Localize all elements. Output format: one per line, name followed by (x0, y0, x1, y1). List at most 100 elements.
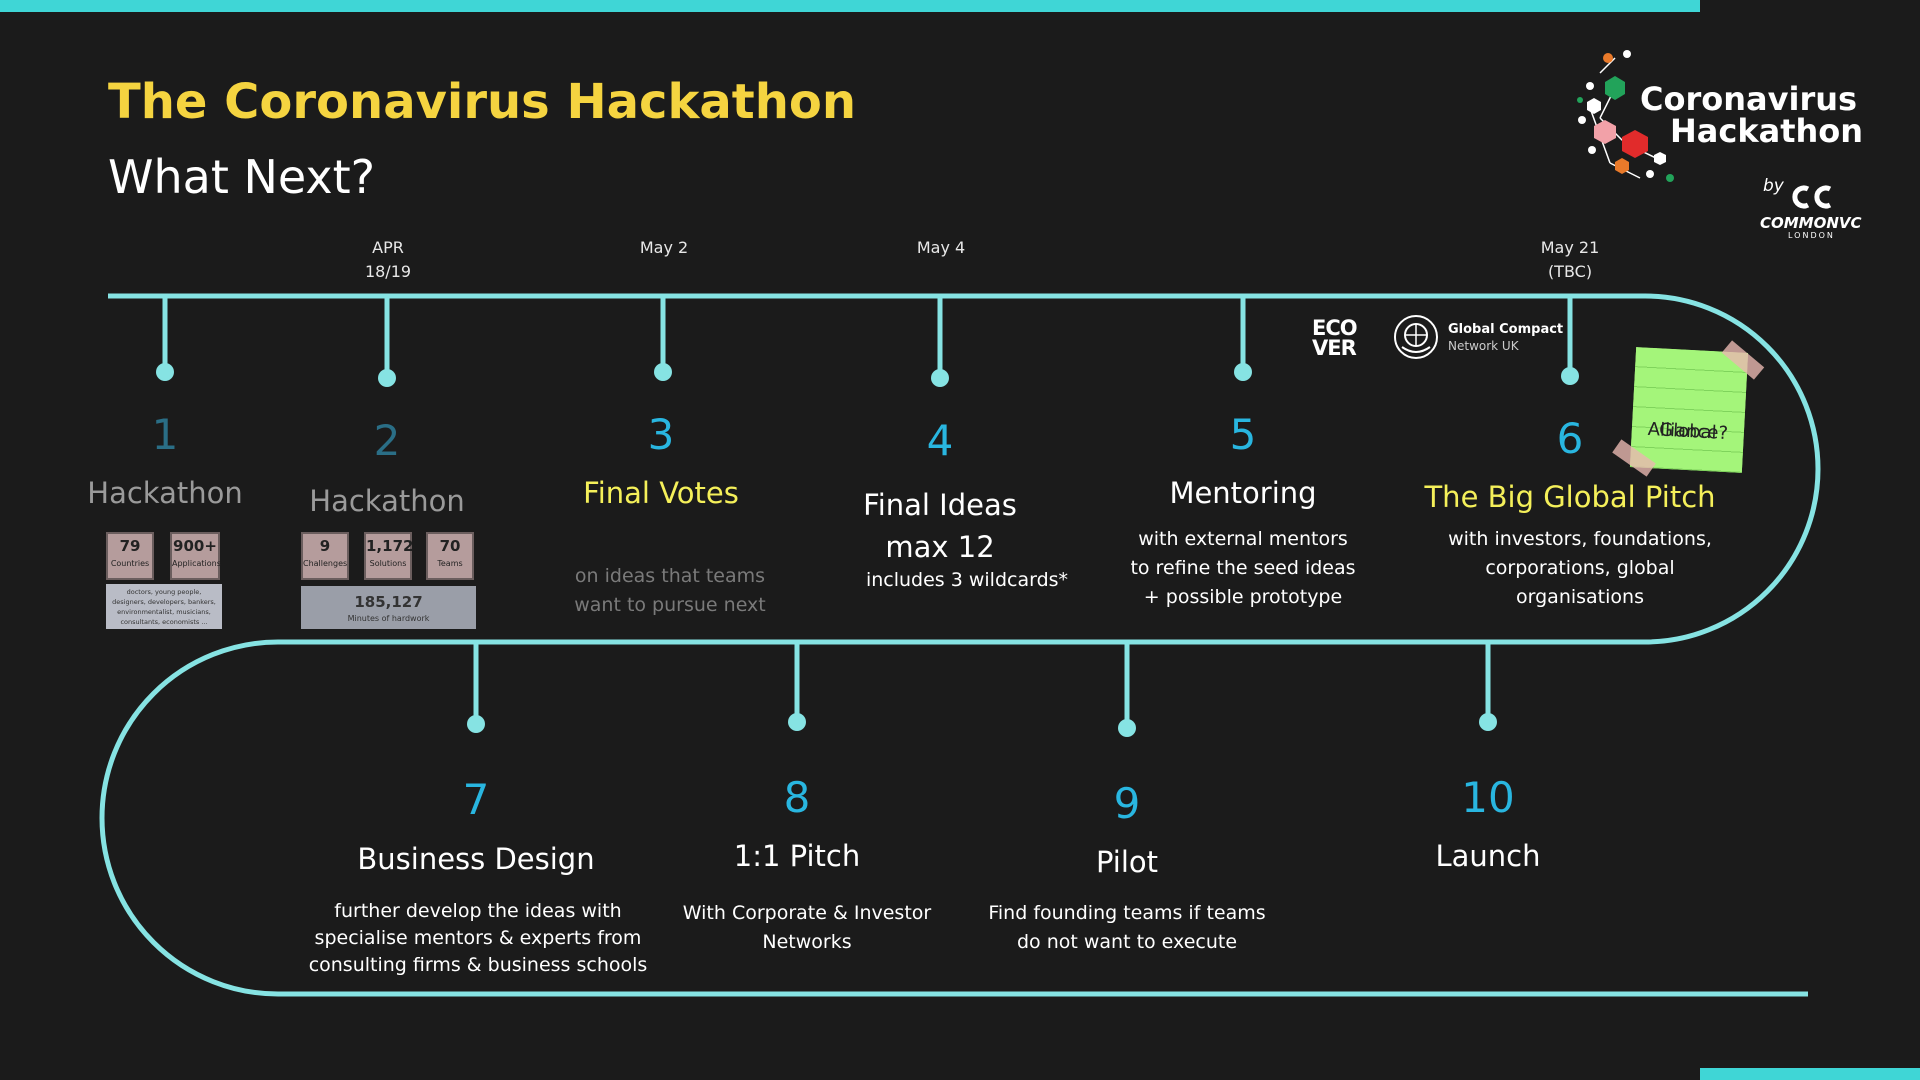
stat-challenges: 9 Challenges (301, 532, 349, 580)
date-step-2-line2: 18/19 (364, 262, 412, 281)
timeline-dot-9 (1118, 719, 1136, 737)
step-7-desc-line3: consulting firms & business schools (308, 954, 648, 976)
logo-line2: Hackathon (1670, 112, 1864, 150)
step-3-desc-line1: on ideas that teams (574, 565, 766, 587)
stat-minutes: 185,127 Minutes of hardwork (301, 586, 476, 629)
step-10-title: Launch (1435, 839, 1541, 873)
step-8-desc-line2: Networks (762, 931, 852, 953)
step-9-desc-line1: Find founding teams if teams (988, 902, 1266, 924)
step-3-number: 3 (647, 410, 675, 459)
ecover-line2: VER (1312, 336, 1357, 360)
sticky-note-line2: Alliance? (1647, 418, 1729, 445)
step-1-number: 1 (151, 410, 179, 459)
timeline-dot-6 (1561, 367, 1579, 385)
timeline-dot-1 (156, 363, 174, 381)
step-6-title: The Big Global Pitch (1424, 480, 1716, 514)
bottom-accent-bar (1700, 1068, 1920, 1080)
ecover-logo: ECO VER (1312, 316, 1358, 360)
step-4-description: includes 3 wildcards* (865, 569, 1069, 591)
step-6-desc-line2: corporations, global (1485, 557, 1675, 579)
step-5-desc-line2: to refine the seed ideas (1130, 557, 1356, 579)
stat-challenges-value: 9 (319, 537, 331, 555)
step-7-description: further develop the ideas with specialis… (293, 898, 663, 979)
stat-teams: 70 Teams (426, 532, 474, 580)
stat-countries: 79 Countries (106, 532, 154, 580)
step-6-desc-line3: organisations (1516, 586, 1644, 608)
step-5-desc-line1: with external mentors (1138, 528, 1348, 550)
step-5-description: with external mentors to refine the seed… (1073, 525, 1413, 612)
stat-teams-value: 70 (439, 537, 461, 555)
step-5-desc-line3: + possible prototype (1143, 586, 1343, 608)
step-6-desc-line1: with investors, foundations, (1448, 528, 1712, 550)
timeline-dot-3 (654, 363, 672, 381)
step-7-number: 7 (462, 775, 490, 824)
step-4-title-line1: Final Ideas (863, 488, 1017, 522)
stat-applications-value: 900+ (173, 537, 217, 555)
date-step-2: APR 18/19 (318, 236, 458, 284)
timeline-path (99, 293, 1821, 997)
top-accent-bar (0, 0, 1700, 12)
step-9-description: Find founding teams if teams do not want… (957, 899, 1297, 957)
participants-line3: environmentalist, musicians, (117, 608, 211, 616)
stat-countries-label: Countries (110, 559, 150, 568)
stat-solutions: 1,172 Solutions (364, 532, 414, 580)
date-step-4: May 4 (916, 238, 966, 257)
stat-minutes-value: 185,127 (354, 593, 423, 611)
ecover-line1: ECO (1312, 316, 1358, 340)
step-9-number: 9 (1113, 779, 1141, 828)
stat-solutions-value: 1,172 (366, 537, 414, 555)
date-step-6-line1: May 21 (1540, 238, 1600, 257)
step-8-title: 1:1 Pitch (733, 839, 861, 873)
step-9-desc-line2: do not want to execute (1016, 931, 1238, 953)
step-5-number: 5 (1229, 410, 1257, 459)
global-compact-sub: Network UK (1448, 339, 1519, 353)
step-1-title: Hackathon (87, 476, 243, 510)
timeline-dot-7 (467, 715, 485, 733)
date-step-6-line2: (TBC) (1547, 262, 1593, 281)
sticky-note-text: Global Alliance? (1633, 381, 1746, 444)
stat-participants: doctors, young people, designers, develo… (106, 584, 222, 629)
step-3-desc-line2: want to pursue next (574, 594, 766, 616)
hackathon-logo-icon (1577, 50, 1674, 182)
timeline-dot-2 (378, 369, 396, 387)
stat-applications: 900+ Applications (170, 532, 221, 580)
logo-by: by (1763, 176, 1784, 196)
step-3-title: Final Votes (583, 476, 739, 510)
step-4-number: 4 (926, 416, 954, 465)
step-2-number: 2 (373, 416, 401, 465)
logo-brand: COMMONVC (1760, 214, 1862, 232)
timeline-dot-5 (1234, 363, 1252, 381)
page-subtitle: What Next? (108, 150, 376, 204)
timeline-dot-4 (931, 369, 949, 387)
global-compact-name: Global Compact (1448, 322, 1564, 337)
date-step-6: May 21 (TBC) (1500, 236, 1640, 284)
date-step-3: May 2 (639, 238, 689, 257)
step-8-number: 8 (783, 773, 811, 822)
date-step-2-line1: APR (372, 238, 404, 257)
commonvc-mark-icon (1792, 185, 1832, 209)
step-6-number: 6 (1556, 414, 1584, 463)
logo-city: LONDON (1788, 231, 1835, 240)
stat-challenges-label: Challenges (303, 559, 348, 568)
un-global-compact-icon (1394, 315, 1438, 359)
participants-line4: consultants, economists ... (120, 618, 208, 626)
page-title: The Coronavirus Hackathon (108, 74, 857, 130)
timeline-dot-8 (788, 713, 806, 731)
step-2-title: Hackathon (309, 484, 465, 518)
step-3-description: on ideas that teams want to pursue next (500, 562, 840, 620)
logo-line1: Coronavirus (1640, 80, 1858, 118)
step-4-title-line2: max 12 (885, 530, 995, 564)
step-4-title: Final Ideas max 12 (770, 484, 1110, 568)
step-9-title: Pilot (1095, 845, 1159, 879)
step-8-desc-line1: With Corporate & Investor (682, 902, 932, 924)
stat-applications-label: Applications (172, 559, 221, 568)
stat-countries-value: 79 (119, 537, 141, 555)
participants-line2: designers, developers, bankers, (112, 598, 216, 606)
stat-teams-label: Teams (437, 559, 463, 568)
step-7-title: Business Design (357, 842, 595, 876)
step-6-description: with investors, foundations, corporation… (1410, 525, 1750, 612)
step-7-desc-line1: further develop the ideas with (334, 900, 622, 922)
sticky-note: Global Alliance? (1629, 347, 1749, 473)
step-7-desc-line2: specialise mentors & experts from (314, 927, 642, 949)
